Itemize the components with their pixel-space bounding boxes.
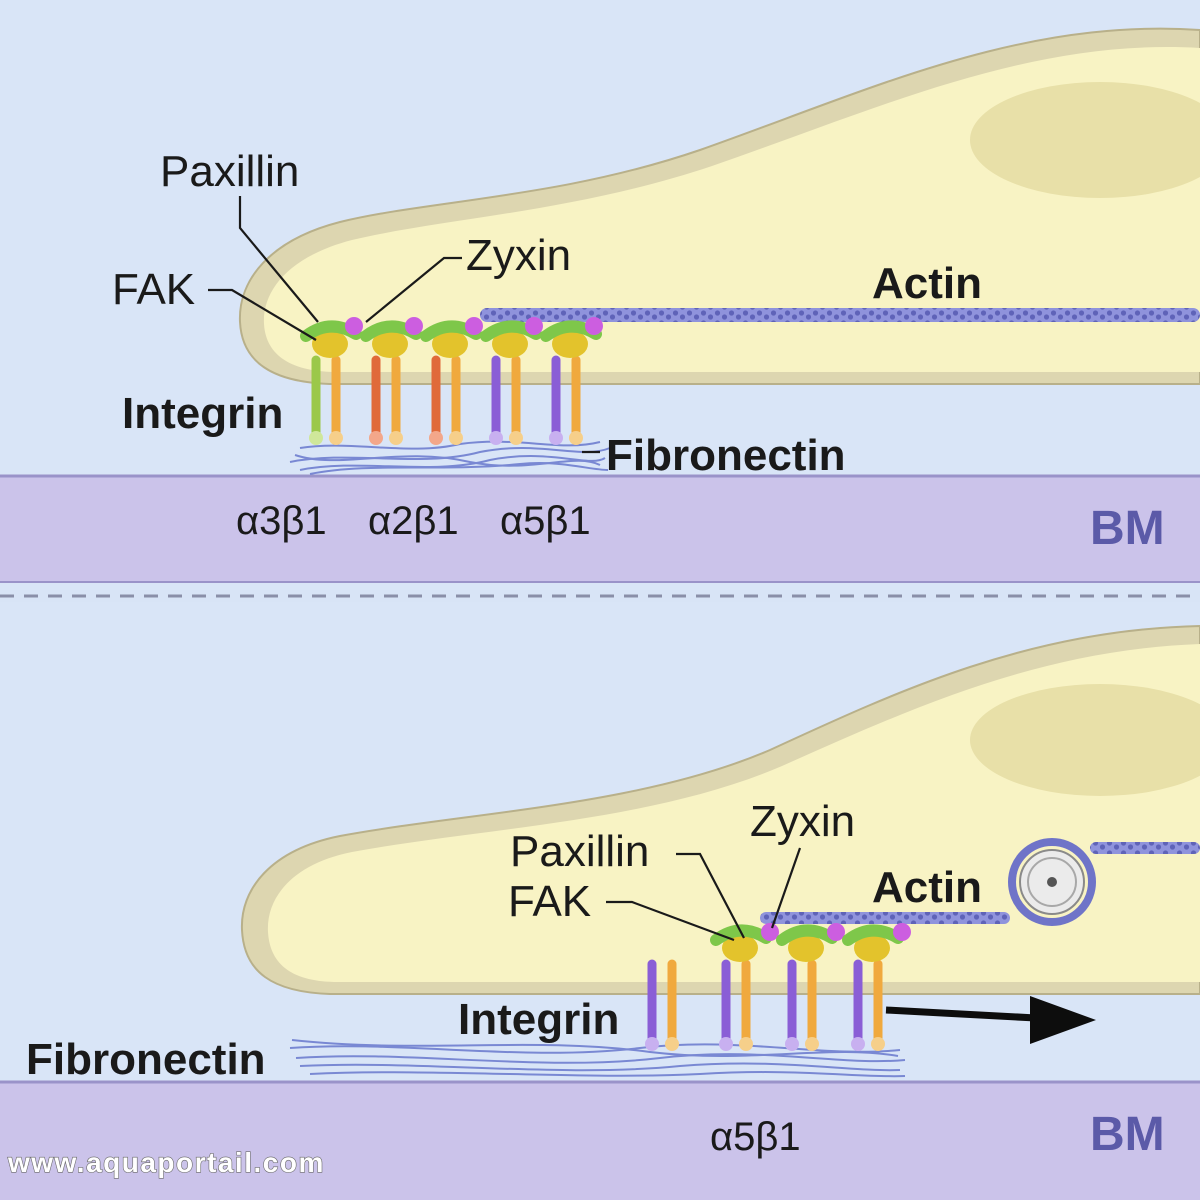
bm-label: BM [1090,502,1165,555]
integrin-unit-a2b1-2 [420,317,483,445]
actin-filament [760,912,1010,924]
actin-coil [1008,838,1096,926]
integrin-unit-a3b1-1 [300,317,363,445]
zyxin-leader [365,256,462,323]
actin-filament [1090,842,1200,854]
nucleus [970,684,1200,796]
integrin-label: Integrin [458,995,619,1044]
zyxin-label: Zyxin [466,231,571,280]
paxillin-label: Paxillin [510,827,649,876]
top-panel: Paxillin Zyxin FAK Actin Integrin Fibron… [0,0,1200,590]
integrin-label: Integrin [122,389,283,438]
watermark: www.aquaportail.com [7,1147,325,1178]
actin-label: Actin [872,259,982,308]
integrin-unit-a2b1-1 [360,317,423,445]
integrin-unit-a5b1-2 [540,317,603,445]
paxillin-leader [676,852,745,939]
paxillin-label: Paxillin [160,147,299,196]
nucleus [970,82,1200,198]
fibronectin-fibers [289,1039,906,1078]
cell-cytoplasm [263,47,1200,373]
basement-membrane [0,1082,1200,1200]
integrin-unit-a5b1-2 [776,923,845,1051]
fibronectin-label: Fibronectin [606,431,846,480]
integrin-type-label: α3β1 [236,499,327,543]
basement-membrane [0,476,1200,582]
integrin-unit-a5b1-1 [480,317,543,445]
actin-label: Actin [872,863,982,912]
bm-label: BM [1090,1108,1165,1161]
migration-arrow [885,996,1096,1044]
zyxin-leader [770,847,802,929]
fak-leader [208,288,317,341]
integrin-free [645,959,679,1051]
bottom-panel: Zyxin Paxillin FAK Actin Integrin Fibron… [0,602,1200,1200]
fibronectin-label: Fibronectin [26,1035,266,1084]
actin-filament [480,308,1200,322]
fak-leader [606,900,735,942]
integrin-type-label: α2β1 [368,499,459,543]
fak-label: FAK [508,877,591,926]
integrin-unit-a5b1-3 [842,923,911,1051]
cell-cytoplasm [267,644,1200,982]
fak-label: FAK [112,265,195,314]
integrin-type-label: α5β1 [710,1115,801,1159]
paxillin-leader [238,196,319,323]
integrin-type-label: α5β1 [500,499,591,543]
zyxin-label: Zyxin [750,797,855,846]
fibronectin-fibers [289,440,611,475]
